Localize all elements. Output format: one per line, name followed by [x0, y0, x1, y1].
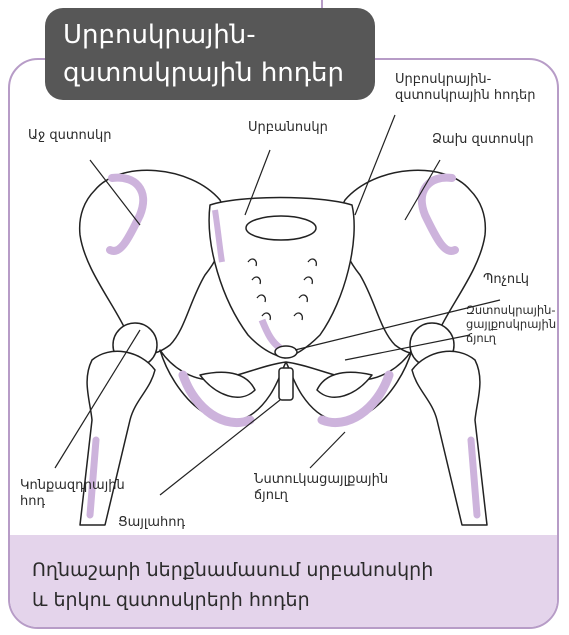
- label-left-ilium: Ձախ զստոսկր: [432, 132, 534, 148]
- pubic-symphysis-shape: [279, 368, 293, 400]
- label-iliopubic-ramus: Զստոսկրային- ցայլքոսկրային ճյուղ: [466, 303, 556, 345]
- label-hip-joint: Կոնքազդրային հոդ: [20, 478, 125, 510]
- label-sacroiliac-joints: Սրբոսկրային- զստոսկրային հոդեր: [395, 72, 536, 104]
- left-ilium-bone: [339, 170, 485, 353]
- label-right-ilium: Աջ զստոսկր: [28, 128, 111, 144]
- label-coccyx: Պոչուկ: [483, 272, 529, 288]
- coccyx-bone: [275, 346, 297, 358]
- title-badge: Սրբոսկրային- զստոսկրային հոդեր: [45, 8, 375, 100]
- right-ilium-bone: [80, 170, 226, 353]
- label-sacrum: Սրբանոսկր: [248, 120, 328, 136]
- label-pubic-symphysis: Ցայլահոդ: [118, 515, 185, 531]
- label-ischiopubic-ramus: Նստուկացայլքային ճյուղ: [254, 472, 424, 504]
